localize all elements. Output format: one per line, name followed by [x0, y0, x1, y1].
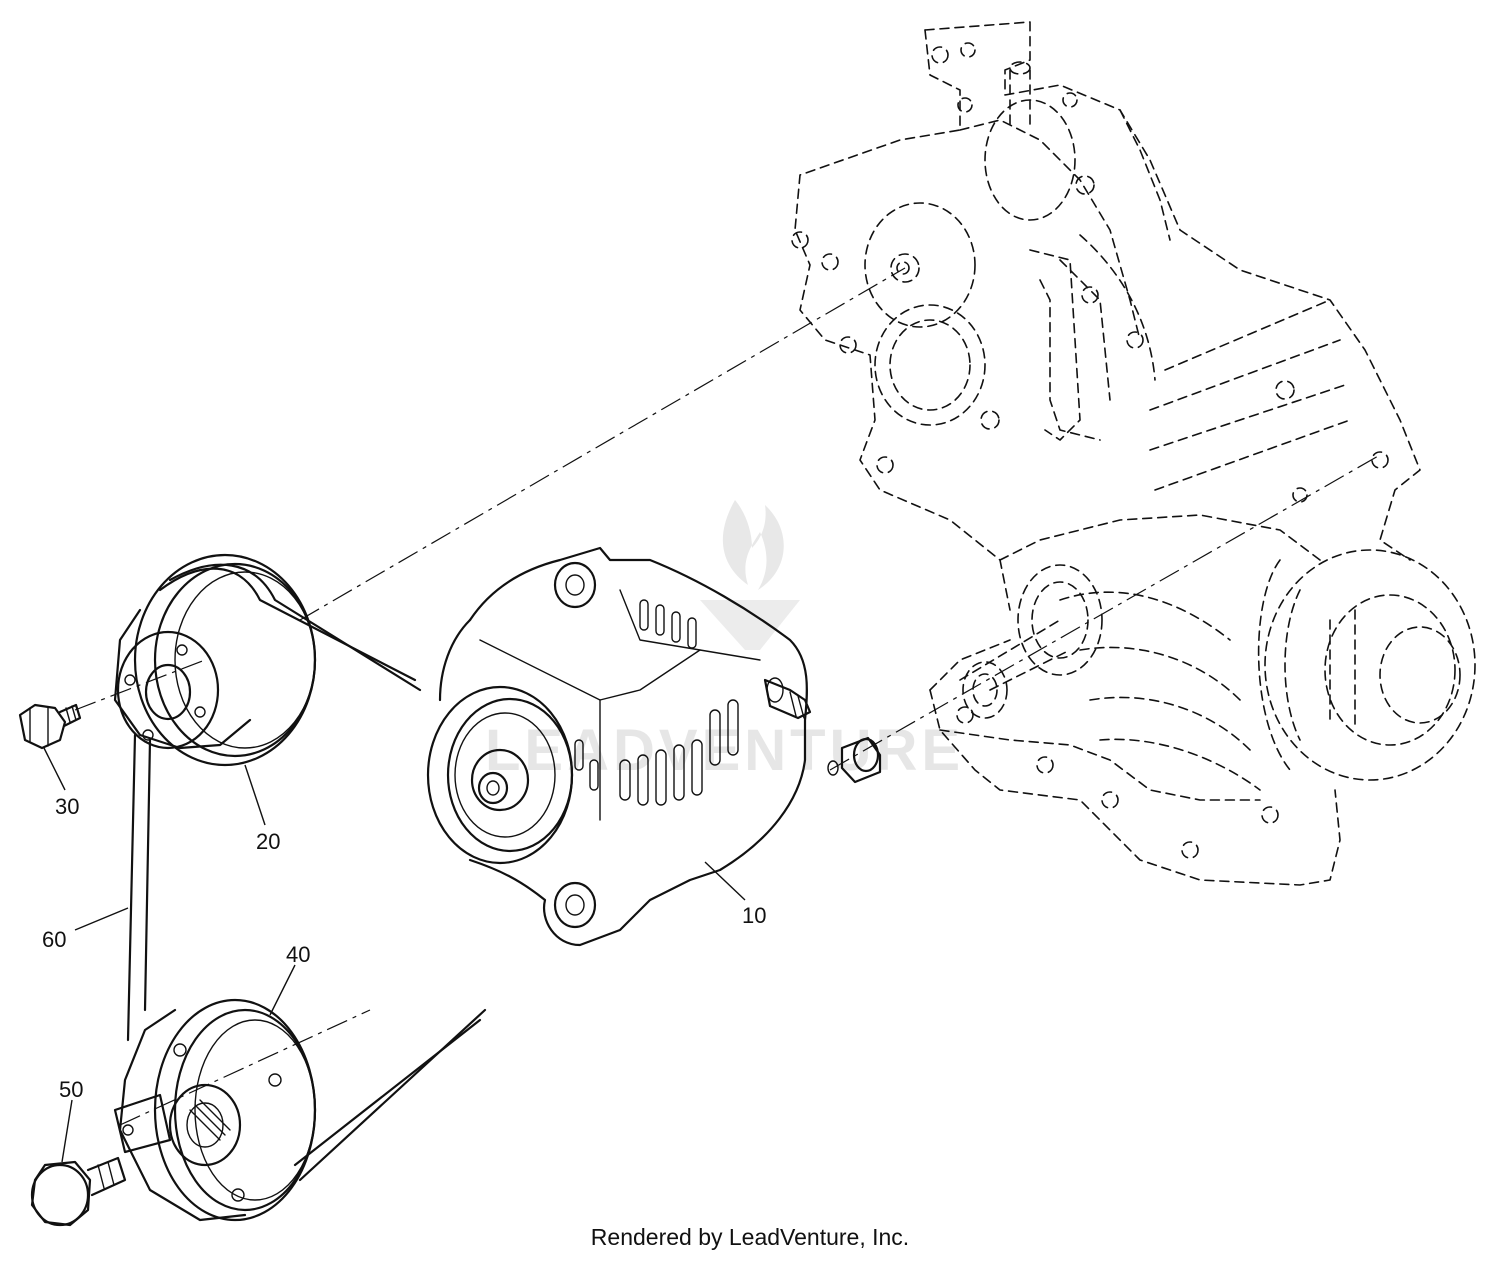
leadventure-watermark: LEADVENTURE [485, 500, 964, 783]
svg-text:10: 10 [742, 903, 766, 928]
v-belt [126, 563, 487, 1182]
alternator-cooling-fins [574, 599, 739, 806]
crank-flange-bolt [30, 1156, 127, 1227]
callout-50: 50 [59, 1077, 83, 1163]
callout-60: 60 [42, 907, 129, 952]
crankshaft-pulley [113, 998, 317, 1222]
callout-10: 10 [704, 861, 766, 928]
footer-credit: Rendered by LeadVenture, Inc. [590, 1224, 910, 1250]
spacer-nut [827, 736, 882, 784]
callout-20: 20 [244, 764, 280, 854]
pulley-bolt [18, 703, 82, 750]
svg-text:60: 60 [42, 927, 66, 952]
callout-30: 30 [43, 747, 79, 819]
watermark-text: LEADVENTURE [485, 718, 964, 783]
fan-pulley [113, 553, 317, 767]
svg-text:50: 50 [59, 1077, 83, 1102]
alternator [426, 546, 812, 947]
svg-text:40: 40 [286, 942, 310, 967]
svg-text:30: 30 [55, 794, 79, 819]
callout-40: 40 [269, 942, 310, 1016]
svg-text:20: 20 [256, 829, 280, 854]
engine-block [791, 21, 1476, 886]
